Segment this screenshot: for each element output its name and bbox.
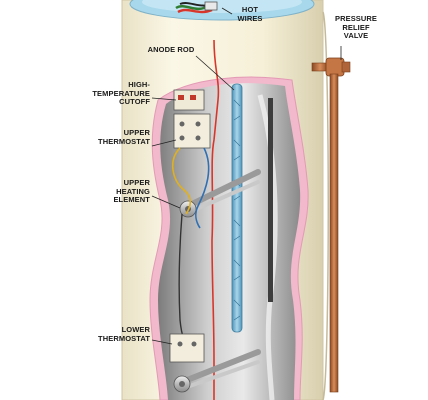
lower-thermostat <box>169 333 205 363</box>
tank-cutaway <box>158 83 301 400</box>
label-high-temperature-cutoff: HIGH- TEMPERATURE CUTOFF <box>92 80 150 106</box>
label-lower-thermostat: LOWER THERMOSTAT <box>98 325 150 343</box>
label-hot-wires: HOT WIRES <box>237 5 263 23</box>
anode-rod <box>231 83 243 333</box>
wire-blue <box>195 147 210 229</box>
wire-yellow <box>172 147 192 215</box>
dip-tube <box>268 98 273 302</box>
lower-heating-element <box>173 349 261 393</box>
label-pressure-relief-valve: PRESSURE RELIEF VALVE <box>334 14 378 40</box>
leader-lines <box>151 7 342 345</box>
thermostat-unit <box>173 89 211 149</box>
label-anode-rod: ANODE ROD <box>147 45 195 54</box>
label-upper-heating-element: UPPER HEATING ELEMENT <box>113 178 150 204</box>
discharge-pipe <box>329 73 339 393</box>
pressure-relief-valve <box>311 57 351 77</box>
label-upper-thermostat: UPPER THERMOSTAT <box>98 128 150 146</box>
top-wire-bundle <box>175 1 218 14</box>
